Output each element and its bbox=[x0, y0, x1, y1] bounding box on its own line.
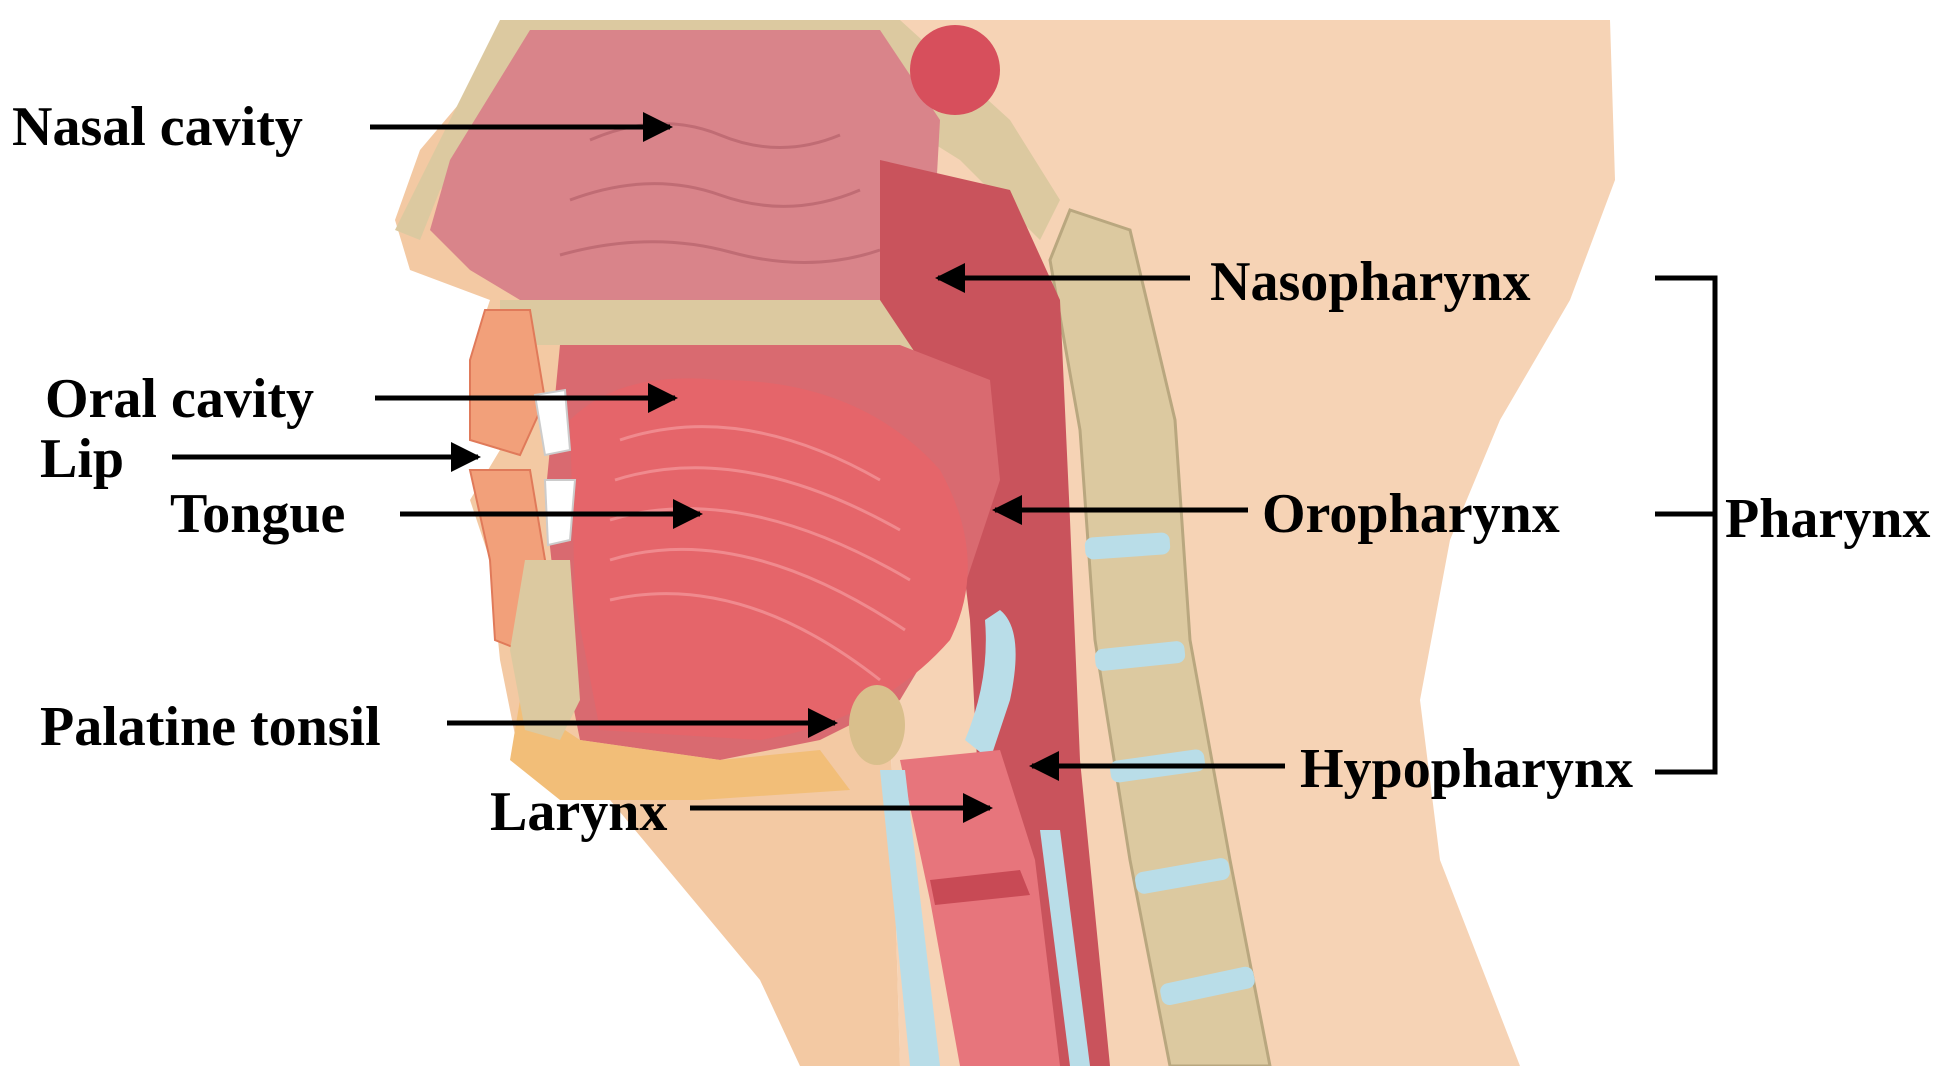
cervical-spine bbox=[1048, 208, 1272, 1066]
left-labels: Nasal cavity Oral cavity Lip Tongue Pala… bbox=[12, 96, 993, 843]
label-pharynx: Pharynx bbox=[1725, 488, 1930, 550]
label-larynx: Larynx bbox=[490, 781, 667, 843]
pharynx-bracket bbox=[1655, 275, 1718, 775]
floor-of-mouth-fat bbox=[510, 700, 850, 800]
thyroid-cartilage bbox=[880, 770, 940, 1066]
hard-palate bbox=[500, 300, 1010, 380]
sphenoid-sinus bbox=[910, 25, 1000, 115]
label-oropharynx: Oropharynx bbox=[1262, 483, 1560, 545]
label-lip: Lip bbox=[40, 428, 124, 490]
nasal-cavity-region bbox=[430, 30, 940, 300]
label-hypopharynx: Hypopharynx bbox=[1300, 738, 1633, 800]
vocal-cords bbox=[930, 870, 1030, 905]
right-labels: Nasopharynx Oropharynx Hypopharynx Phary… bbox=[935, 251, 1930, 800]
trachea-cartilage bbox=[1040, 830, 1090, 1066]
label-nasal-cavity: Nasal cavity bbox=[12, 96, 303, 158]
larynx-passage bbox=[900, 750, 1060, 1066]
label-tongue: Tongue bbox=[170, 483, 345, 545]
tongue-muscle-lines bbox=[609, 425, 911, 682]
palatine-tonsil-shape bbox=[849, 685, 905, 765]
epiglottis bbox=[965, 610, 1016, 760]
upper-lip bbox=[469, 309, 547, 457]
label-oral-cavity: Oral cavity bbox=[45, 368, 314, 430]
intervertebral-discs bbox=[1084, 532, 1255, 1006]
sagittal-section-illustration bbox=[395, 20, 1615, 1066]
upper-teeth bbox=[533, 388, 572, 457]
label-nasopharynx: Nasopharynx bbox=[1210, 251, 1531, 313]
label-palatine-tonsil: Palatine tonsil bbox=[40, 696, 381, 758]
mandible bbox=[510, 560, 580, 740]
